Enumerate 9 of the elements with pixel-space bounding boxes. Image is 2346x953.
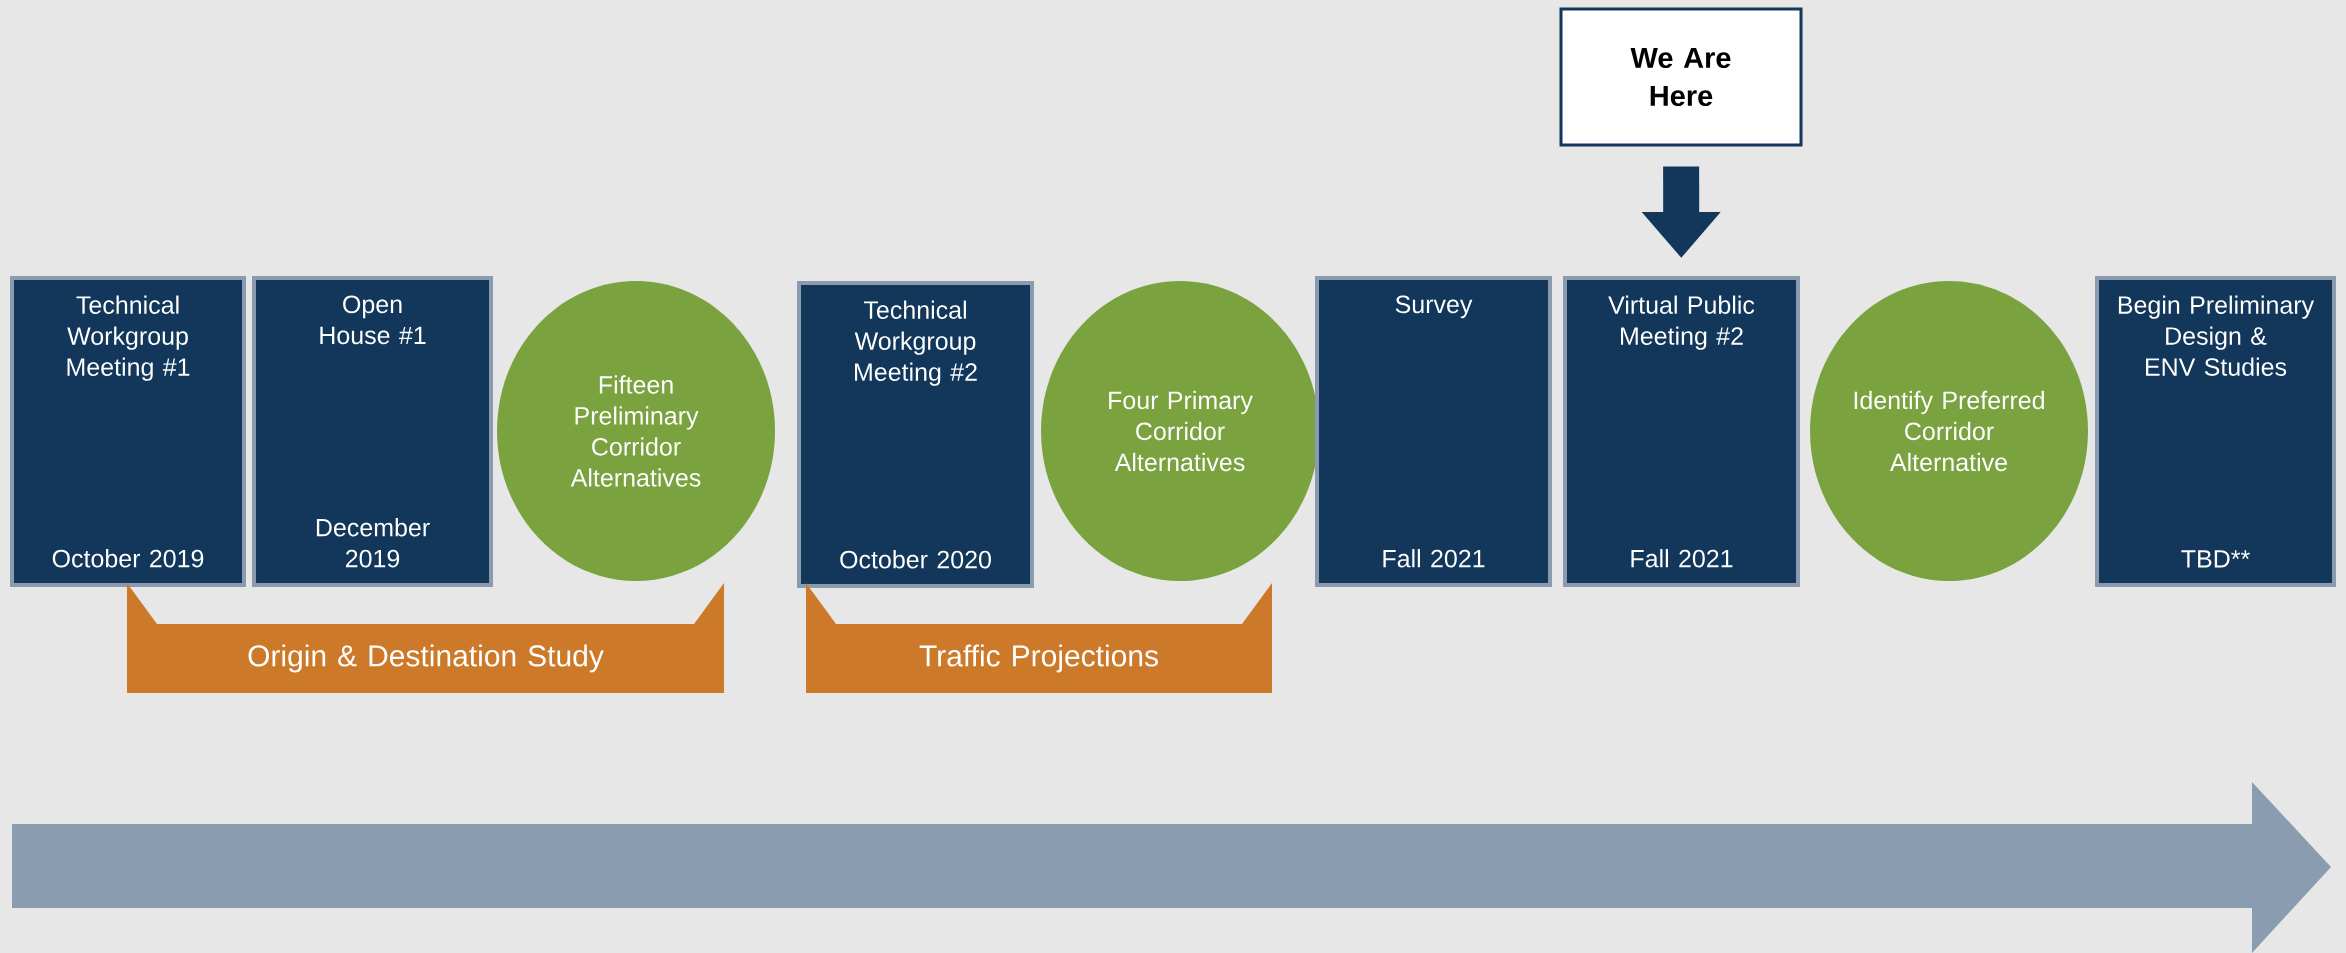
milestone-box: Open House #1 December 2019	[252, 276, 493, 587]
milestone-box: Begin Preliminary Design & ENV Studies TBD**	[2095, 276, 2336, 587]
milestone-box: Survey Fall 2021	[1315, 276, 1552, 587]
callout-box: We Are Here	[1559, 7, 1803, 147]
milestone-box: Technical Workgroup Meeting #2 October 2020	[797, 281, 1034, 588]
milestone-box: Technical Workgroup Meeting #1 October 2019	[10, 276, 246, 587]
study-band: Traffic Projections	[806, 583, 1272, 693]
milestone-box: Virtual Public Meeting #2 Fall 2021	[1563, 276, 1800, 587]
study-band: Origin & Destination Study	[127, 583, 724, 693]
